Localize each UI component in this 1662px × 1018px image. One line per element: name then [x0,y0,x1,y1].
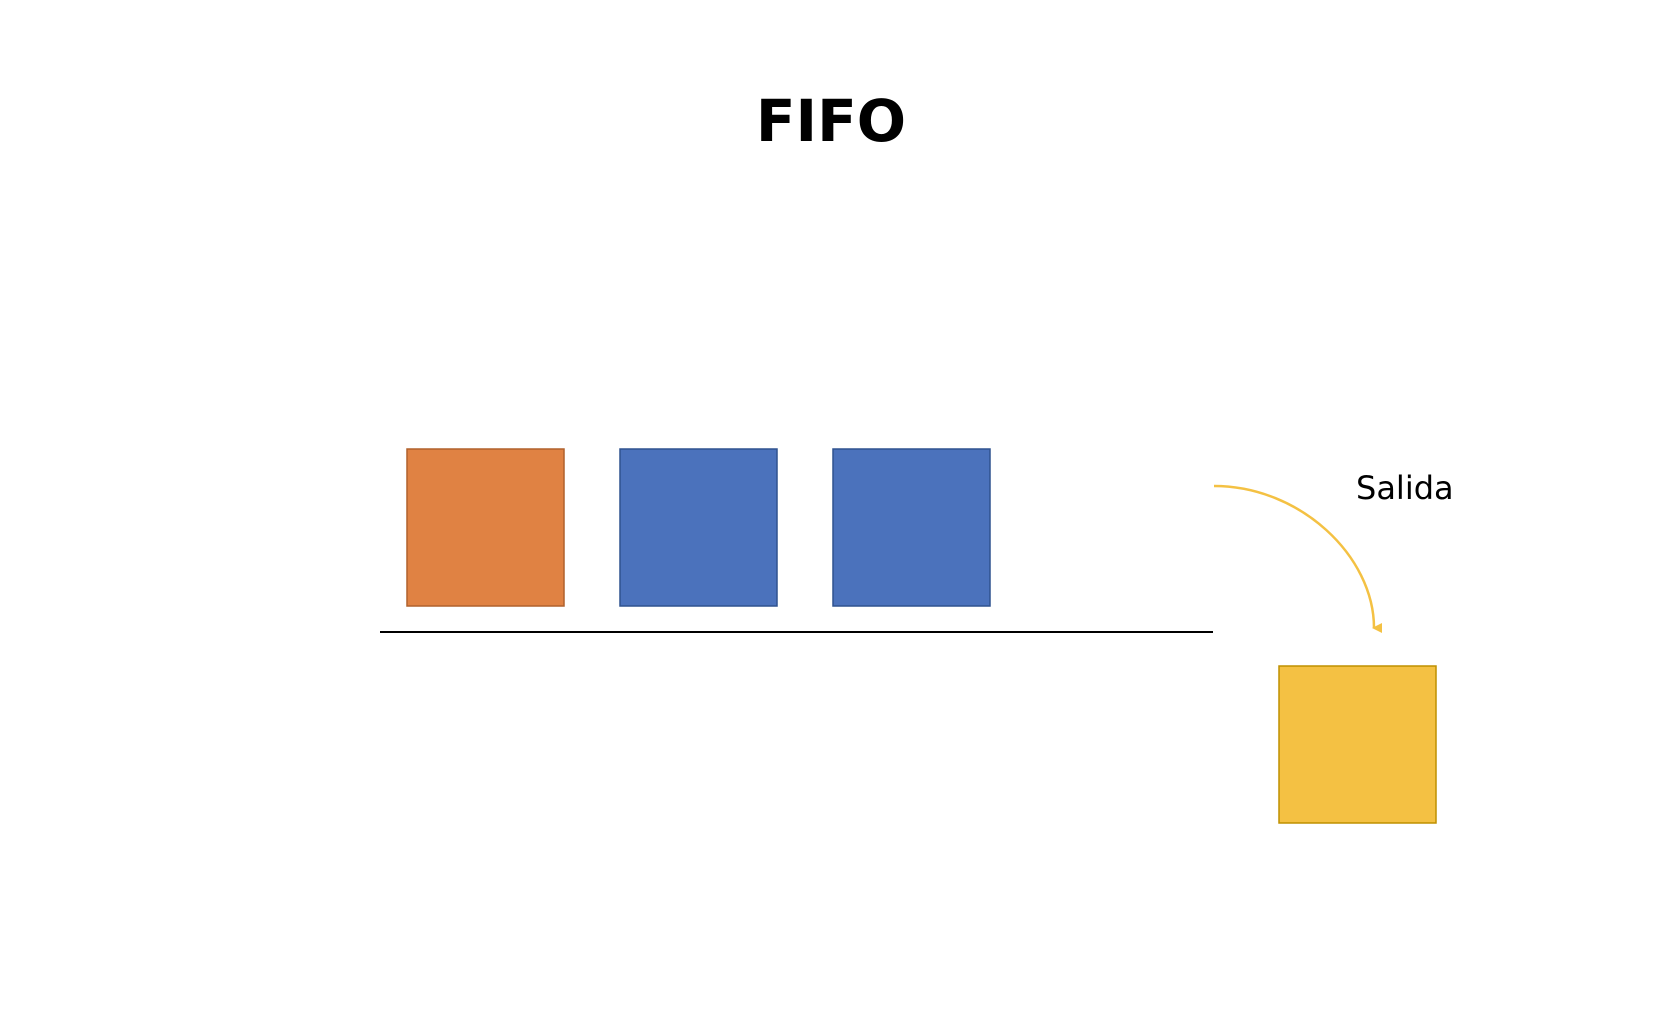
diagram-title: FIFO [755,87,907,155]
queue-item-blue [619,448,778,607]
queue-item-blue [832,448,991,607]
exit-arrow [1213,484,1383,633]
exited-item-yellow [1278,665,1437,824]
exit-label: Salida [1356,469,1454,507]
queue-item-orange [406,448,565,607]
